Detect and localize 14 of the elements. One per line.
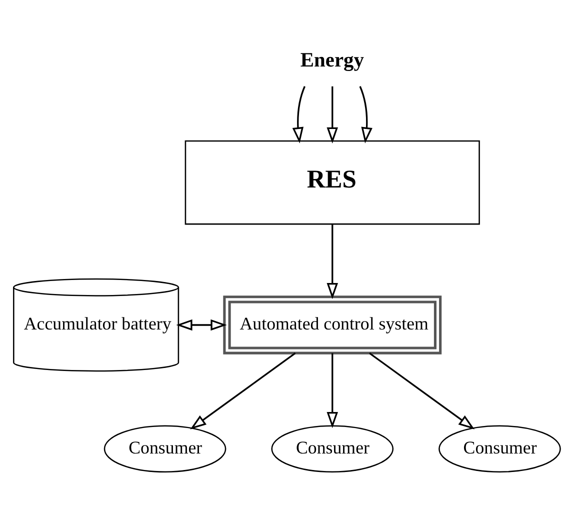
arrow: [326, 86, 338, 144]
arrow: [359, 86, 372, 144]
node-text: Energy: [300, 50, 364, 72]
node-ellipse: Consumer: [271, 425, 394, 473]
arrow: [326, 353, 338, 428]
node-ellipse: Consumer: [104, 425, 226, 473]
node-box: Automated control system: [223, 296, 442, 354]
arrow: [326, 224, 338, 300]
arrow: [292, 86, 306, 144]
node-box: RES: [184, 140, 480, 225]
arrow: [176, 319, 227, 331]
node-ellipse: Consumer: [438, 425, 561, 473]
arrow: [190, 352, 296, 430]
arrow: [369, 352, 475, 430]
